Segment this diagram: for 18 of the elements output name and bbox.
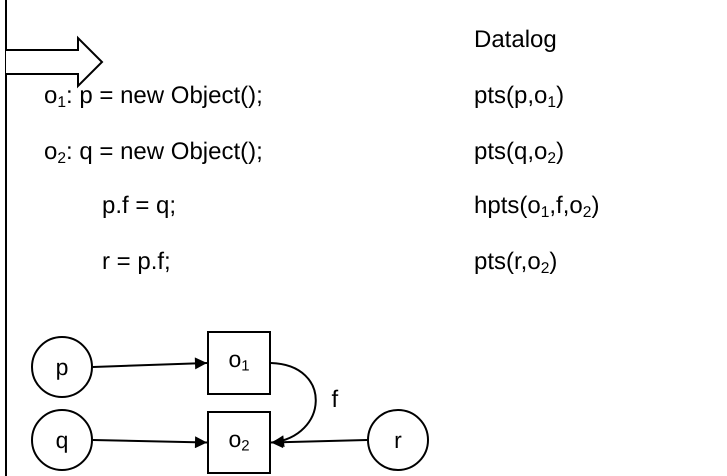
arrow [270,436,368,448]
object-box: o$_{1}$ [207,331,271,395]
datalog-fact: pts(p,o$_{1}$) [474,82,564,113]
code-line: r = p.f; [102,248,171,276]
datalog-fact: pts(q,o$_{2}$) [474,138,564,169]
variable-circle: p [31,336,93,398]
arrow [92,357,208,370]
variable-circle: q [31,409,93,471]
code-line: o$_{1}$: p = new Object(); [44,82,263,113]
variable-circle: r [367,409,429,471]
code-line: o$_{2}$: q = new Object(); [44,138,263,169]
column-heading: Datalog [474,26,557,54]
arrow [92,436,208,448]
arrow [270,362,317,446]
object-box: o$_{2}$ [207,411,271,474]
datalog-fact: hpts(o$_{1}$,f,o$_{2}$) [474,192,600,223]
datalog-fact: pts(r,o$_{2}$) [474,248,558,279]
code-line: p.f = q; [102,192,176,220]
